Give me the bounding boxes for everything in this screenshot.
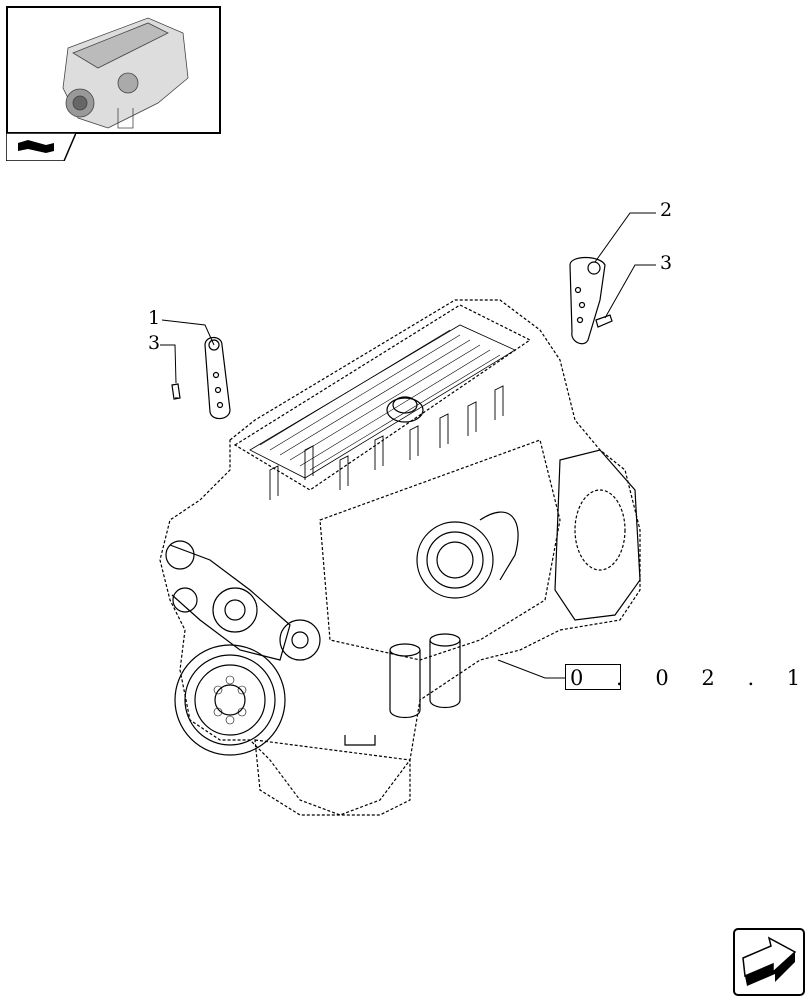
next-page-arrow-icon[interactable] — [733, 928, 805, 996]
reference-code[interactable]: 0 . 0 2 . 1 — [570, 666, 812, 690]
leader-line-1 — [161, 319, 215, 346]
bracket-2 — [569, 256, 606, 345]
leader-line-ref — [497, 659, 565, 679]
callout-3-left: 3 — [148, 332, 161, 354]
engine-block — [319, 439, 561, 661]
callout-2: 2 — [660, 199, 673, 221]
oil-pan — [254, 739, 411, 816]
drive-belt — [169, 544, 291, 661]
leader-line-3-right — [604, 264, 656, 319]
leader-line-3-left — [160, 344, 177, 384]
engine-outline — [159, 299, 641, 816]
callout-1: 1 — [148, 307, 161, 329]
screw-3-left — [171, 383, 181, 400]
book-icon[interactable] — [6, 133, 76, 161]
callout-3-right: 3 — [660, 252, 673, 274]
engine-thumbnail-icon — [62, 17, 189, 129]
bracket-1 — [204, 336, 231, 420]
oil-filter — [389, 650, 421, 719]
idler-pulley — [212, 587, 258, 633]
leader-line-2 — [594, 212, 656, 263]
oil-filler-cap — [386, 397, 424, 423]
screw-3-right — [595, 314, 613, 328]
flywheel-housing — [554, 449, 641, 621]
rocker-cover — [233, 304, 532, 491]
thumbnail-frame[interactable] — [6, 6, 221, 134]
reference-box[interactable] — [565, 664, 621, 690]
vibration-damper — [174, 644, 286, 756]
turbocharger — [416, 521, 494, 599]
